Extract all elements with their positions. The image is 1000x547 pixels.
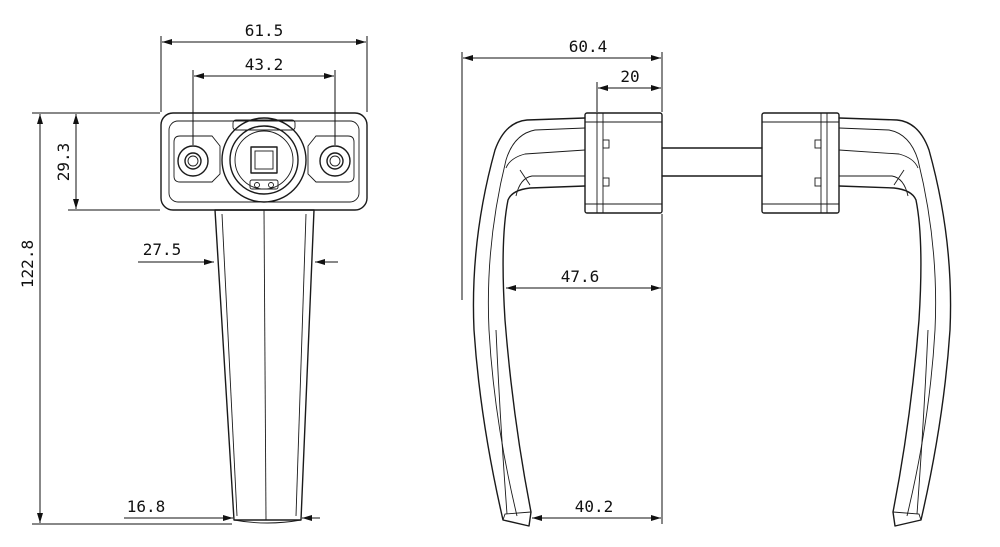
left-screw-boss <box>173 135 221 183</box>
right-lever <box>838 117 952 527</box>
spindle <box>661 147 763 177</box>
side-view <box>472 112 952 527</box>
label-side-spindle-length: 20 <box>620 67 639 86</box>
label-front-tip-width: 16.8 <box>127 497 166 516</box>
left-rosette <box>584 112 663 214</box>
front-mount-plate <box>160 112 368 211</box>
label-front-plate-height: 29.3 <box>54 143 73 182</box>
central-rosette <box>221 117 307 203</box>
label-side-tip-depth: 40.2 <box>575 497 614 516</box>
label-side-grip-depth: 47.6 <box>561 267 600 286</box>
left-lever <box>472 117 586 527</box>
label-front-grip-width: 27.5 <box>143 240 182 259</box>
label-front-overall-height: 122.8 <box>18 240 37 288</box>
label-front-hole-spacing: 43.2 <box>245 55 284 74</box>
front-mount-plate-inner <box>168 120 360 203</box>
label-side-overall-depth: 60.4 <box>569 37 608 56</box>
label-front-overall-width: 61.5 <box>245 21 284 40</box>
right-rosette <box>761 112 840 214</box>
square-spindle-hole <box>250 146 278 174</box>
right-screw-boss <box>307 135 355 183</box>
dimension-labels: 61.5 43.2 29.3 122.8 27.5 16.8 60.4 20 4… <box>18 21 640 516</box>
front-view <box>160 112 368 524</box>
dimension-lines <box>32 36 663 525</box>
front-grip <box>214 209 315 524</box>
